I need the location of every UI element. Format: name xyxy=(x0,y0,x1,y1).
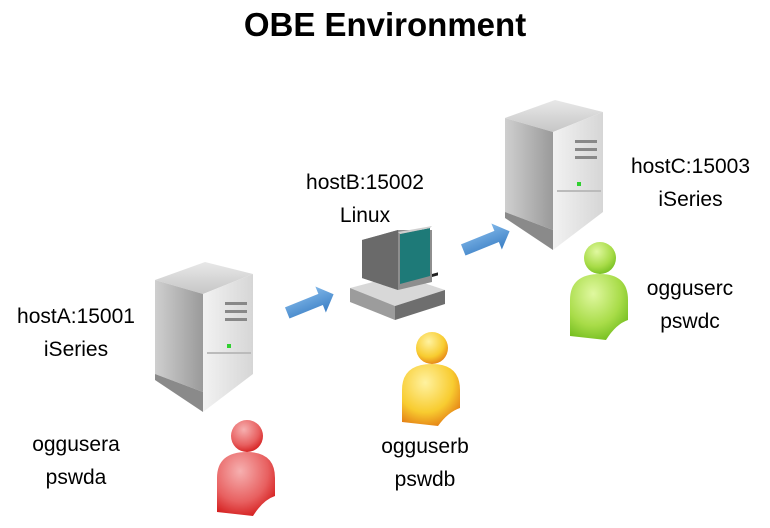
host-c-label-group: hostC:15003 iSeries xyxy=(618,150,763,216)
user-icon-host-a xyxy=(217,420,275,516)
host-b-address: hostB:15002 xyxy=(306,171,424,194)
user-icon-host-c xyxy=(570,242,628,340)
host-c-user: ogguserc xyxy=(646,277,734,300)
host-b-user: ogguserb xyxy=(381,435,469,458)
host-a-credentials: oggusera pswda xyxy=(6,428,146,494)
host-a-password: pswda xyxy=(45,466,107,489)
host-a-user: oggusera xyxy=(32,433,120,456)
host-a-os: iSeries xyxy=(43,338,109,361)
host-c-os: iSeries xyxy=(658,188,723,211)
host-b-credentials: ogguserb pswdb xyxy=(360,430,490,496)
host-b-label-group: hostB:15002 Linux xyxy=(290,166,440,232)
host-b-password: pswdb xyxy=(394,468,456,491)
server-tower-icon-host-c xyxy=(505,100,603,250)
server-tower-icon-host-a xyxy=(155,262,253,412)
host-c-password: pswdc xyxy=(660,310,720,333)
host-b-os: Linux xyxy=(339,204,391,227)
host-c-credentials: ogguserc pswdc xyxy=(630,272,750,338)
desktop-computer-icon-host-b xyxy=(350,226,445,320)
host-c-address: hostC:15003 xyxy=(630,155,751,178)
user-icon-host-b xyxy=(402,332,460,426)
arrow-host-a-to-host-b xyxy=(284,286,334,319)
host-a-address: hostA:15001 xyxy=(17,305,135,328)
arrow-host-b-to-host-c xyxy=(460,223,510,256)
page-title: OBE Environment xyxy=(243,6,527,43)
host-a-label-group: hostA:15001 iSeries xyxy=(6,300,146,366)
